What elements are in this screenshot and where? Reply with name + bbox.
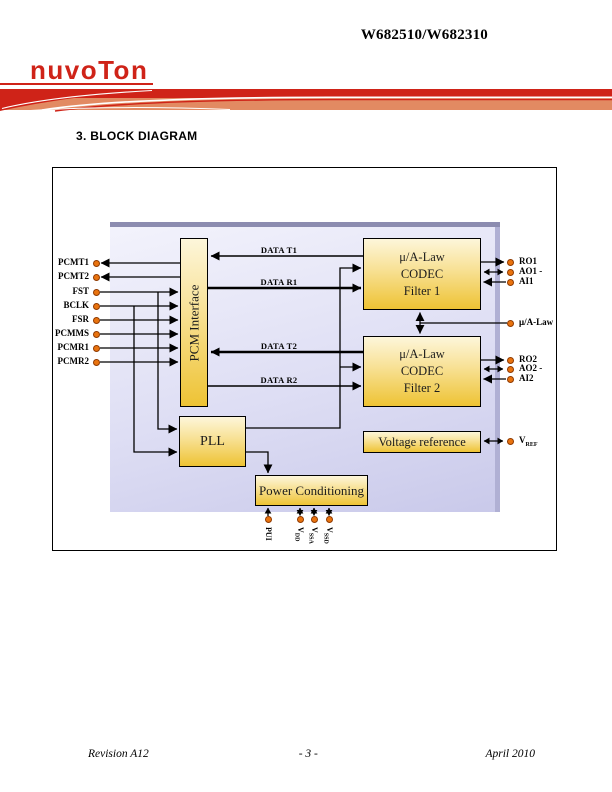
pin-label-ai1: AI1 bbox=[519, 276, 534, 286]
pin-pcmt2 bbox=[92, 273, 100, 281]
block-label-line: Filter 2 bbox=[403, 381, 441, 395]
pin-ai2 bbox=[506, 375, 514, 383]
bus-label-data-t2: DATA T2 bbox=[260, 341, 298, 351]
block-codec-filter-2: μ/A-Law CODEC Filter 2 bbox=[363, 336, 481, 407]
pin-pcmr1 bbox=[92, 344, 100, 352]
footer-page-number: - 3 - bbox=[298, 748, 318, 760]
block-label: PLL bbox=[200, 433, 225, 449]
block-label-line: μ/A-Law bbox=[399, 347, 445, 361]
block-label-line: CODEC bbox=[400, 364, 444, 378]
pin-vref bbox=[506, 437, 514, 445]
pin-pcmr2 bbox=[92, 358, 100, 366]
pin-label-vref: VREF bbox=[519, 435, 538, 448]
pin-label-pcmr1: PCMR1 bbox=[57, 342, 90, 352]
pin-label-vssd: VSSD bbox=[322, 527, 334, 544]
block-voltage-reference: Voltage reference bbox=[363, 431, 481, 453]
block-pll: PLL bbox=[179, 416, 246, 467]
pin-fst bbox=[92, 288, 100, 296]
pin-label-ro1: RO1 bbox=[519, 256, 537, 266]
pin-pcmt1 bbox=[92, 259, 100, 267]
pin-label-pcmt1: PCMT1 bbox=[58, 257, 89, 267]
section-heading: 3. BLOCK DIAGRAM bbox=[76, 129, 198, 143]
pin-vssa bbox=[310, 515, 318, 523]
pin-label-bclk: BCLK bbox=[63, 300, 89, 310]
pin-pui bbox=[264, 515, 272, 523]
panel-right-shadow bbox=[495, 227, 500, 512]
block-codec-filter-1: μ/A-Law CODEC Filter 1 bbox=[363, 238, 481, 310]
footer-revision: Revision A12 bbox=[88, 748, 149, 760]
pin-ro2 bbox=[506, 356, 514, 364]
pin-label-ao2: AO2 - bbox=[519, 363, 543, 373]
nuvoton-logo: nuvoTon bbox=[30, 55, 149, 85]
pin-a-law bbox=[506, 319, 514, 327]
block-label-line: CODEC bbox=[400, 266, 444, 281]
pin-label-fsr: FSR bbox=[71, 314, 89, 324]
bus-label-data-t1: DATA T1 bbox=[260, 245, 298, 255]
pin-label-vdd: VDD bbox=[293, 527, 305, 542]
block-pcm-interface: PCM Interface bbox=[180, 238, 208, 407]
pin-label-pcmt2: PCMT2 bbox=[58, 271, 89, 281]
pin-label-vssa: VSSA bbox=[307, 527, 319, 544]
pin-label-pui: PUI bbox=[264, 527, 273, 541]
block-label: Voltage reference bbox=[378, 434, 466, 449]
block-power-conditioning: Power Conditioning bbox=[255, 475, 368, 506]
pin-label-ro2: RO2 bbox=[519, 354, 537, 364]
block-label: PCM Interface bbox=[186, 284, 202, 361]
pin-vdd bbox=[296, 515, 304, 523]
pin-label-pcmms: PCMMS bbox=[55, 328, 89, 338]
bus-label-data-r2: DATA R2 bbox=[260, 375, 298, 385]
pin-ao1 bbox=[506, 268, 514, 276]
pin-ao2 bbox=[506, 365, 514, 373]
pin-fsr bbox=[92, 316, 100, 324]
pin-label-ao1: AO1 - bbox=[519, 266, 543, 276]
pin-label-pcmr2: PCMR2 bbox=[57, 356, 90, 366]
pin-ro1 bbox=[506, 258, 514, 266]
part-number-title: W682510/W682310 bbox=[360, 27, 488, 43]
panel-top-shadow bbox=[110, 222, 500, 227]
pin-bclk bbox=[92, 302, 100, 310]
block-label-line: Filter 1 bbox=[403, 283, 441, 298]
pin-ai1 bbox=[506, 278, 514, 286]
footer-date: April 2010 bbox=[485, 748, 535, 760]
pin-label-ai2: AI2 bbox=[519, 373, 534, 383]
block-label: Power Conditioning bbox=[258, 482, 365, 498]
pin-vssd bbox=[325, 515, 333, 523]
pin-pcmms bbox=[92, 330, 100, 338]
block-label-line: μ/A-Law bbox=[399, 249, 445, 264]
bus-label-data-r1: DATA R1 bbox=[260, 277, 298, 287]
pin-label-fst: FST bbox=[72, 286, 89, 296]
brand-banner-graphic bbox=[0, 83, 612, 113]
pin-label-a-law: μ/A-Law bbox=[519, 317, 554, 327]
